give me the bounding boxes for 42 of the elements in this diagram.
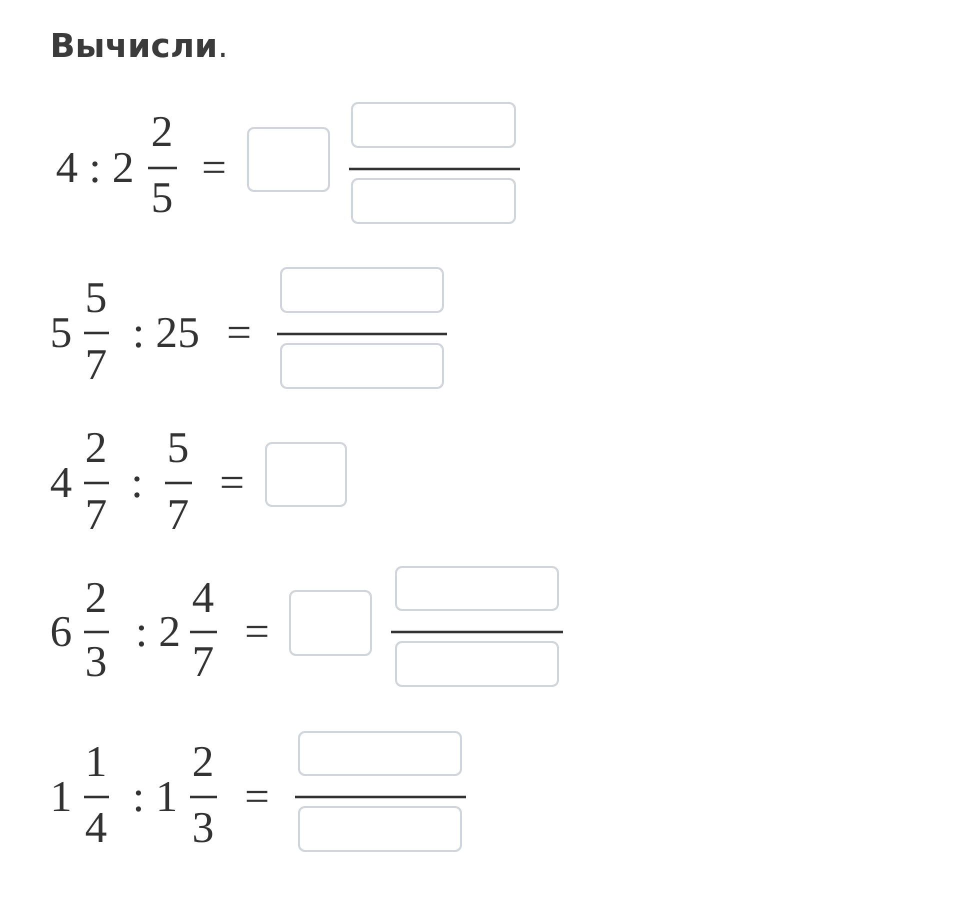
math-text: 2 <box>192 740 214 784</box>
answer-box <box>280 343 444 389</box>
math-text: 5 <box>151 176 173 220</box>
answer-box <box>351 178 516 224</box>
math-text: 7 <box>167 493 189 537</box>
answer-box <box>280 267 444 313</box>
answer-box <box>265 442 347 507</box>
math-text: 2 <box>151 110 173 154</box>
math-text: 4 : 2 <box>56 146 134 190</box>
math-text: 2 <box>85 576 107 620</box>
math-text: : 1 <box>132 775 178 819</box>
math-text: 5 <box>85 276 107 320</box>
answer-box <box>247 127 330 192</box>
math-text: 5 <box>167 426 189 470</box>
title: Вычисли. <box>50 26 228 65</box>
math-text: : 25 <box>132 311 200 355</box>
math-text: = <box>244 775 270 819</box>
math-text: 3 <box>192 806 214 850</box>
math-text: 4 <box>192 576 214 620</box>
answer-box <box>298 806 462 852</box>
answer-box <box>351 102 516 148</box>
math-text: 3 <box>85 640 107 684</box>
answer-box <box>395 641 559 687</box>
math-text: 4 <box>50 461 72 505</box>
math-text: 7 <box>192 640 214 684</box>
math-text: = <box>226 311 252 355</box>
math-text: 1 <box>50 775 72 819</box>
math-text: = <box>202 146 226 190</box>
answer-box <box>298 731 462 776</box>
math-text: = <box>220 461 244 505</box>
math-text: : <box>130 461 144 505</box>
math-text: 6 <box>50 610 72 654</box>
answer-box <box>289 590 372 656</box>
math-text: 5 <box>50 311 72 355</box>
math-text: 1 <box>85 740 107 784</box>
math-text: 2 <box>85 426 107 470</box>
math-text: 4 <box>85 806 107 850</box>
math-text: = <box>244 610 270 654</box>
math-text: 7 <box>85 343 107 387</box>
math-text: : 2 <box>135 610 181 654</box>
math-text: 7 <box>85 493 107 537</box>
answer-box <box>395 566 559 611</box>
